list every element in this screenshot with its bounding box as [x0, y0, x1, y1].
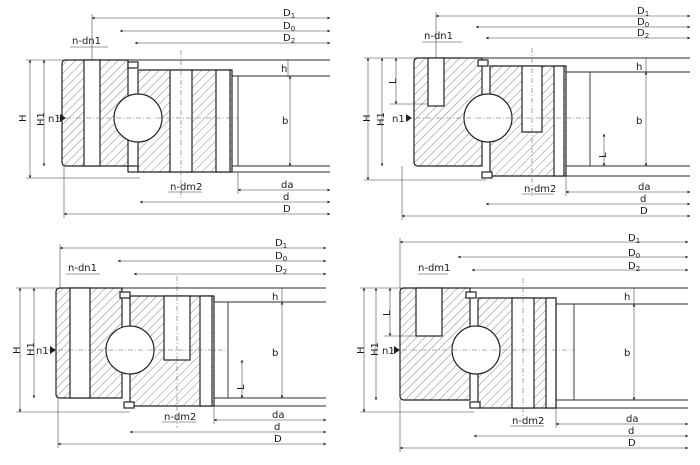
- label-L: L: [236, 384, 247, 390]
- label-n-dm1: n-dm1: [418, 263, 450, 274]
- label-h: h: [636, 62, 642, 73]
- label-D1: D1: [275, 238, 287, 250]
- label-n-dm2: n-dm2: [512, 416, 544, 427]
- label-D0: D0: [628, 248, 640, 260]
- label-d: d: [640, 194, 646, 205]
- label-da: da: [638, 182, 650, 193]
- label-n-dn1: n-dn1: [424, 31, 453, 42]
- label-b: b: [624, 348, 630, 359]
- label-d: d: [283, 192, 289, 203]
- label-n1: n1: [392, 114, 405, 125]
- label-n-dm2: n-dm2: [170, 182, 202, 193]
- label-h: h: [272, 292, 278, 303]
- label-d: d: [274, 422, 280, 433]
- label-h: h: [281, 64, 287, 75]
- label-D2: D2: [628, 261, 640, 273]
- diagram-4: D1 D0 D2 n-dm1 H H1 L n1 h b n-dm2: [356, 233, 689, 452]
- label-da: da: [626, 414, 638, 425]
- label-d: d: [628, 426, 634, 437]
- label-n1: n1: [36, 346, 49, 357]
- label-D1: D1: [283, 8, 295, 20]
- label-b: b: [272, 348, 278, 359]
- label-n-dm2: n-dm2: [164, 412, 196, 423]
- label-H: H: [356, 346, 367, 354]
- label-L-right: L: [598, 152, 609, 158]
- label-b: b: [636, 116, 642, 127]
- label-n1: n1: [48, 114, 61, 125]
- label-L: L: [382, 310, 393, 316]
- label-D2: D2: [275, 264, 287, 276]
- label-D1: D1: [628, 233, 640, 245]
- label-D0: D0: [283, 21, 295, 33]
- label-n-dn1: n-dn1: [68, 263, 97, 274]
- label-da: da: [272, 410, 284, 421]
- label-D2: D2: [283, 33, 295, 45]
- label-H: H: [18, 114, 29, 122]
- label-D: D: [274, 434, 282, 445]
- label-h: h: [624, 292, 630, 303]
- label-D1: D1: [637, 6, 649, 18]
- label-H: H: [362, 114, 373, 122]
- label-n-dn1: n-dn1: [72, 36, 101, 47]
- label-D: D: [283, 204, 291, 215]
- diagram-2: D1 D0 D2 n-dn1 H H1 L n1 L h b: [362, 6, 691, 220]
- label-H1: H1: [376, 112, 387, 126]
- label-D0: D0: [275, 251, 287, 263]
- label-D0: D0: [637, 17, 649, 29]
- label-n-dm2: n-dm2: [524, 184, 556, 195]
- diagram-3: D1 D0 D2 n-dn1 H H1 n1 L h b n-dm2: [12, 238, 327, 448]
- label-D: D: [628, 438, 636, 449]
- label-b: b: [282, 116, 288, 127]
- label-H1: H1: [26, 342, 37, 356]
- label-H: H: [12, 346, 23, 354]
- label-L-top: L: [388, 78, 399, 84]
- label-H1: H1: [370, 342, 381, 356]
- label-n1: n1: [382, 346, 395, 357]
- label-da: da: [281, 180, 293, 191]
- label-D2: D2: [637, 28, 649, 40]
- diagram-1: D1 D0 D2 n-dn1 H H1 n1: [18, 8, 331, 218]
- label-D: D: [640, 206, 648, 217]
- label-H1: H1: [36, 112, 47, 126]
